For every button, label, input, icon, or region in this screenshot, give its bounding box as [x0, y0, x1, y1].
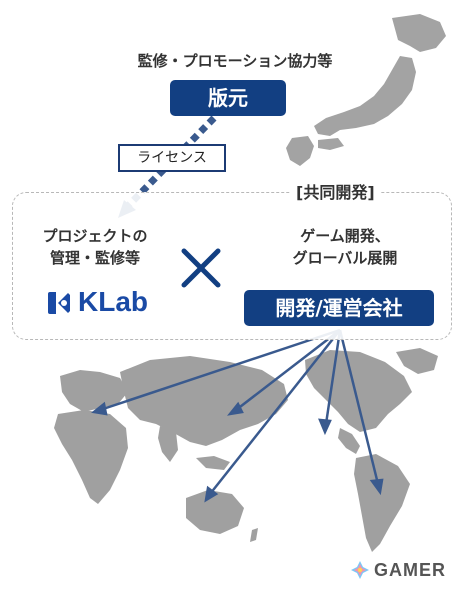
japan-map	[286, 14, 446, 166]
supervision-caption: 監修・プロモーション協力等	[137, 52, 333, 70]
gamer-logo-text: GAMER	[374, 560, 446, 580]
klab-role-line-1: プロジェクトの	[42, 227, 148, 245]
license-label: ライセンス	[118, 144, 226, 172]
collaboration-title: [共同開発]	[290, 179, 381, 203]
devco-role-label: ゲーム開発、 グローバル展開	[262, 225, 428, 269]
gamer-logo-icon	[351, 561, 369, 579]
devco-badge: 開発/運営会社	[244, 290, 434, 326]
world-map	[54, 348, 438, 552]
distribution-arrows	[91, 328, 384, 503]
times-icon	[181, 248, 221, 288]
klab-logo-icon	[48, 292, 70, 314]
devco-role-line-2: グローバル展開	[292, 249, 398, 267]
klab-logo-text: KLab	[78, 286, 148, 317]
publisher-badge: 版元	[170, 80, 286, 116]
devco-role-line-1: ゲーム開発、	[300, 227, 390, 245]
klab-role-label: プロジェクトの 管理・監修等	[30, 225, 160, 269]
klab-role-line-2: 管理・監修等	[49, 249, 140, 267]
